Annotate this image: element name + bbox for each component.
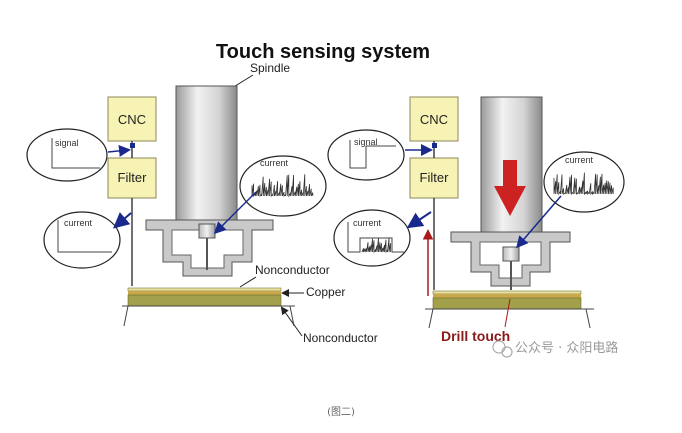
watermark: 公众号 · 众阳电路 (492, 340, 618, 358)
spindle-cylinder (175, 85, 238, 225)
signal-label-right: signal (354, 137, 378, 147)
current-label-right-scope: current (260, 158, 289, 168)
down-arrow-icon (494, 160, 526, 216)
watermark-text: 公众号 · 众阳电路 (515, 340, 618, 356)
spindle-chuck-right (502, 246, 520, 262)
cnc-box (107, 96, 157, 142)
current-scope-left (43, 211, 121, 269)
signal-scope-left (26, 128, 108, 182)
signal-label: signal (55, 138, 79, 148)
spindle-label: Spindle (250, 61, 290, 75)
noise-waveform (251, 174, 314, 198)
current-label-left: current (64, 218, 93, 228)
drill-touch-label: Drill touch (441, 328, 510, 344)
nonconductor-board (127, 294, 282, 307)
spike-waveform (361, 237, 391, 254)
current-scope-right (239, 155, 327, 217)
copper-label: Copper (306, 285, 345, 299)
filter-label: Filter (118, 170, 148, 185)
filter-box-right (409, 157, 459, 199)
nonconductor-top-layer (127, 287, 282, 292)
current-label-right-right: current (565, 155, 594, 165)
noise-waveform-right (553, 172, 614, 196)
cnc-label: CNC (118, 112, 146, 127)
filter-box (107, 157, 157, 199)
filter-label-right: Filter (420, 170, 450, 185)
current-label-right-left: current (353, 218, 382, 228)
figure-caption: (图二) (327, 406, 355, 418)
spindle-cylinder-right (480, 96, 543, 248)
left-diagram: Spindle CNC Filter signal current (26, 61, 378, 345)
cnc-label-right: CNC (420, 112, 448, 127)
cnc-box-right (409, 96, 459, 142)
copper-layer (128, 291, 281, 295)
workpiece-right (432, 297, 582, 310)
diagram-title: Touch sensing system (216, 41, 430, 63)
nonconductor-bottom-label: Nonconductor (303, 331, 378, 345)
machine-table (122, 305, 295, 327)
right-diagram: CNC Filter signal current current Dri (327, 96, 625, 344)
nonconductor-top-label: Nonconductor (255, 263, 330, 277)
